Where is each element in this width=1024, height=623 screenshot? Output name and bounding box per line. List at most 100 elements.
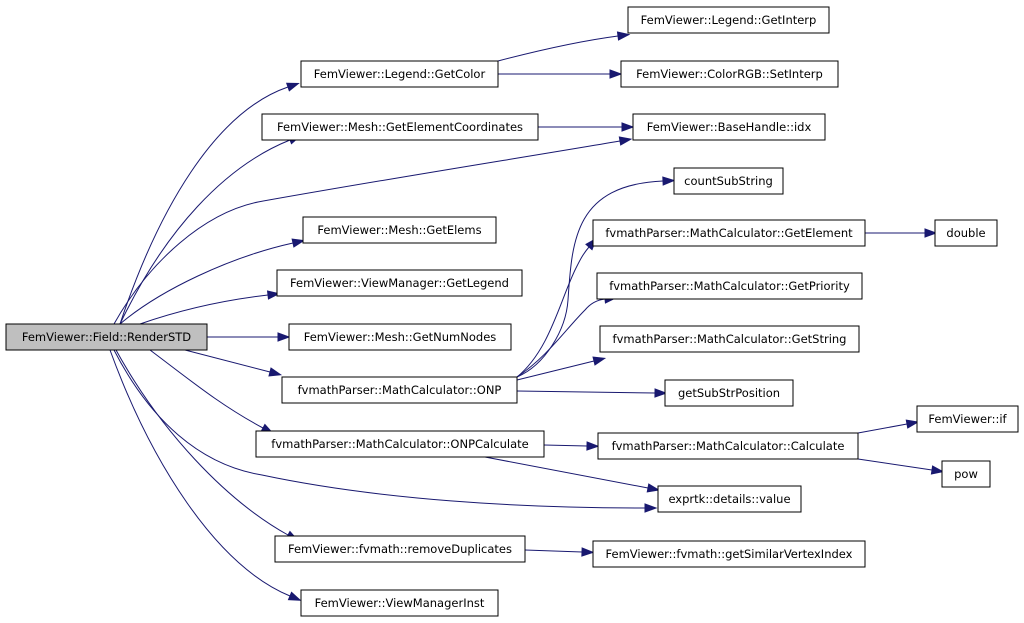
node-getnumnodes[interactable]: FemViewer::Mesh::GetNumNodes	[288, 323, 512, 351]
node-box	[592, 540, 866, 568]
edge-line	[113, 349, 646, 509]
edge-line	[115, 349, 289, 536]
node-root[interactable]: FemViewer::Field::RenderSTD	[5, 323, 208, 351]
node-label: exprtk::details::value	[668, 492, 790, 506]
edge-arrowhead	[621, 122, 635, 132]
edge-arrowhead	[586, 441, 600, 451]
edge-line	[119, 86, 289, 325]
node-getsubstrpos[interactable]: getSubStrPosition	[664, 379, 794, 407]
node-countsub[interactable]: countSubString	[673, 167, 784, 195]
node-setinterp[interactable]: FemViewer::ColorRGB::SetInterp	[620, 60, 839, 88]
edge-arrowhead	[609, 69, 623, 79]
edge-line	[524, 549, 583, 553]
node-label: FemViewer::ViewManagerInst	[315, 596, 485, 610]
edge-getcolor-to-setinterp	[498, 69, 623, 79]
node-label: fvmathParser::MathCalculator::GetElement	[605, 226, 853, 240]
edge-arrowhead	[616, 31, 631, 41]
node-getinterp[interactable]: FemViewer::Legend::GetInterp	[627, 6, 830, 34]
edge-arrowhead	[581, 547, 595, 557]
node-getstring[interactable]: fvmathParser::MathCalculator::GetString	[599, 325, 860, 353]
edge-root-to-getlegend	[139, 290, 281, 325]
edge-arrowhead	[287, 591, 302, 601]
node-onp[interactable]: fvmathParser::MathCalculator::ONP	[281, 376, 518, 404]
node-box	[599, 325, 860, 353]
edge-root-to-getnumnodes	[207, 332, 291, 342]
node-getelement[interactable]: fvmathParser::MathCalculator::GetElement	[592, 219, 866, 247]
node-label: getSubStrPosition	[678, 386, 780, 400]
node-box	[620, 60, 839, 88]
node-label: FemViewer::Field::RenderSTD	[22, 330, 191, 344]
edge-line	[109, 349, 291, 597]
node-box	[664, 379, 794, 407]
edge-line	[516, 298, 606, 378]
edges-layer	[109, 31, 945, 601]
node-box	[300, 589, 499, 617]
edge-line	[516, 246, 590, 378]
edge-line	[149, 349, 264, 429]
node-femif[interactable]: FemViewer::if	[916, 405, 1019, 433]
node-label: FemViewer::fvmath::removeDuplicates	[288, 542, 512, 556]
node-box	[673, 167, 784, 195]
edge-removedup-to-similar	[524, 547, 595, 557]
edge-arrowhead	[930, 465, 945, 475]
edge-arrowhead	[905, 419, 920, 429]
node-label: FemViewer::Legend::GetColor	[314, 67, 486, 81]
node-box	[276, 269, 523, 297]
node-value[interactable]: exprtk::details::value	[657, 485, 802, 513]
node-label: FemViewer::ColorRGB::SetInterp	[636, 67, 823, 81]
node-label: FemViewer::Legend::GetInterp	[641, 13, 817, 27]
node-label: fvmathParser::MathCalculator::ONPCalcula…	[271, 437, 528, 451]
node-label: fvmathParser::MathCalculator::Calculate	[612, 439, 845, 453]
edge-arrowhead	[924, 228, 938, 238]
edge-getelemcoords-to-idx	[538, 122, 635, 132]
node-label: FemViewer::if	[928, 412, 1007, 426]
node-box	[300, 60, 499, 88]
node-pow[interactable]: pow	[941, 460, 991, 488]
edge-arrowhead	[646, 483, 661, 493]
node-box	[592, 219, 866, 247]
edge-calculate-to-pow	[857, 458, 945, 475]
node-box	[288, 323, 512, 351]
node-box	[5, 323, 208, 351]
node-calculate[interactable]: fvmathParser::MathCalculator::Calculate	[597, 432, 859, 460]
node-box	[916, 405, 1019, 433]
node-vminst[interactable]: FemViewer::ViewManagerInst	[300, 589, 499, 617]
node-label: fvmathParser::MathCalculator::GetPriorit…	[609, 279, 850, 293]
node-box	[657, 485, 802, 513]
node-box	[281, 376, 518, 404]
edge-calculate-to-femif	[857, 419, 920, 434]
node-onpcalc[interactable]: fvmathParser::MathCalculator::ONPCalcula…	[255, 430, 545, 458]
edge-line	[119, 139, 291, 325]
node-label: fvmathParser::MathCalculator::ONP	[298, 383, 502, 397]
edge-root-to-idx	[113, 136, 633, 325]
edge-line	[516, 360, 595, 381]
node-box	[627, 6, 830, 34]
node-label: FemViewer::BaseHandle::idx	[647, 120, 812, 134]
node-getpriority[interactable]: fvmathParser::MathCalculator::GetPriorit…	[596, 272, 863, 300]
node-getcolor[interactable]: FemViewer::Legend::GetColor	[300, 60, 499, 88]
node-box	[934, 219, 998, 247]
node-label: fvmathParser::MathCalculator::GetString	[613, 332, 847, 346]
node-getlegend[interactable]: FemViewer::ViewManager::GetLegend	[276, 269, 523, 297]
node-removedup[interactable]: FemViewer::fvmath::removeDuplicates	[274, 535, 526, 563]
edge-arrowhead	[592, 356, 607, 366]
edge-line	[516, 180, 664, 378]
edge-line	[857, 423, 908, 434]
node-label: FemViewer::ViewManager::GetLegend	[290, 276, 509, 290]
node-double[interactable]: double	[934, 219, 998, 247]
node-similar[interactable]: FemViewer::fvmath::getSimilarVertexIndex	[592, 540, 866, 568]
node-getelems[interactable]: FemViewer::Mesh::GetElems	[302, 216, 497, 244]
edge-arrowhead	[662, 176, 676, 186]
edge-arrowhead	[618, 136, 633, 146]
edge-line	[113, 140, 621, 325]
node-box	[941, 460, 991, 488]
edge-arrowhead	[291, 238, 306, 248]
edge-root-to-vminst	[109, 349, 302, 601]
edge-arrowhead	[268, 367, 283, 377]
node-box	[261, 113, 539, 141]
node-label: pow	[954, 467, 978, 481]
edge-arrowhead	[285, 82, 300, 92]
node-idx[interactable]: FemViewer::BaseHandle::idx	[632, 113, 826, 141]
node-getelemcoords[interactable]: FemViewer::Mesh::GetElementCoordinates	[261, 113, 539, 141]
